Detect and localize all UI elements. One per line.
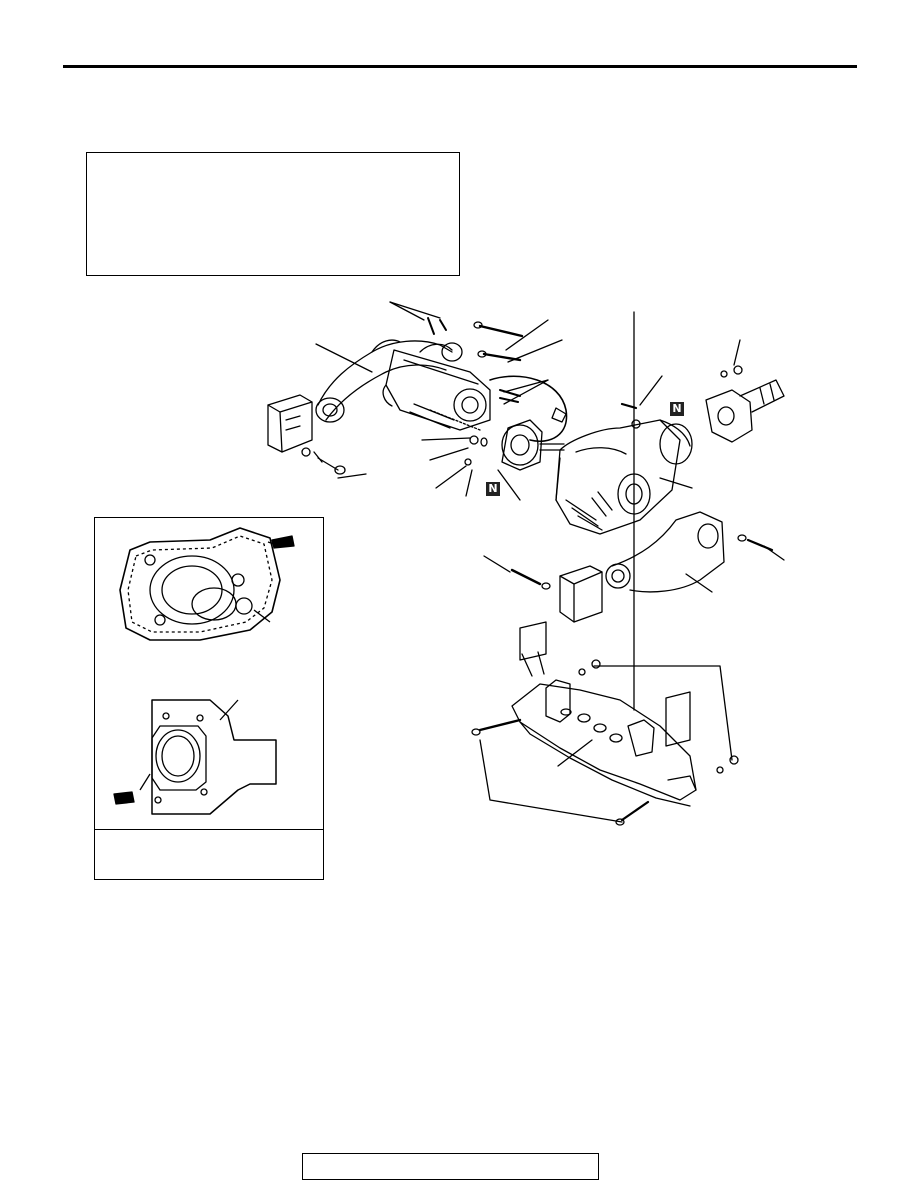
propeller-shaft-flange [705,379,785,443]
left-mount-bracket [267,394,313,453]
left-bolt [301,447,346,475]
note-box [86,152,460,276]
detail-divider [95,829,323,830]
header-rule [63,65,857,68]
detail-inset-box [94,517,324,880]
rear-support-arm [605,511,725,593]
rear-crossmember [511,679,697,807]
differential-carrier-upper [382,343,491,431]
replace-part-badge: N [670,402,684,416]
footer-box [302,1153,599,1180]
drive-flange [501,419,565,471]
front-support-arm [315,339,463,423]
replace-part-badge: N [486,482,500,496]
right-mount-bracket [559,565,603,623]
differential-housing [555,419,693,535]
